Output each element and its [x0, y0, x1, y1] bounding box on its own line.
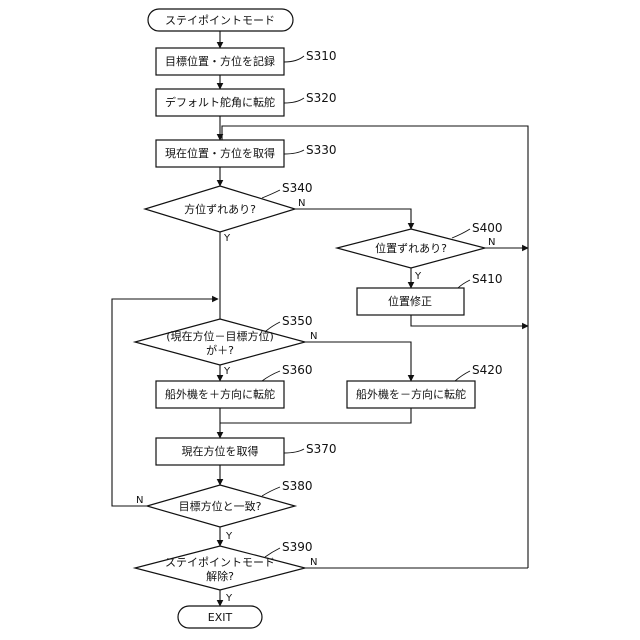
- s350-label-line2: が＋?: [206, 343, 234, 357]
- step-s370: S370: [306, 442, 337, 456]
- s360-label: 船外機を＋方向に転舵: [165, 387, 275, 401]
- s340-yes-label: Y: [223, 233, 231, 244]
- leader-s410: [458, 280, 470, 288]
- step-s350: S350: [282, 314, 313, 328]
- connectors: [112, 31, 528, 606]
- s400-yes-label: Y: [414, 271, 422, 282]
- s310-label: 目標位置・方位を記録: [165, 54, 275, 68]
- merge-s420: [220, 408, 411, 423]
- leader-s400: [452, 229, 470, 238]
- s380-no-label: N: [136, 495, 143, 506]
- step-s400: S400: [472, 221, 503, 235]
- arrow-s410-out: [411, 315, 528, 326]
- step-s330: S330: [306, 143, 337, 157]
- step-s410: S410: [472, 272, 503, 286]
- s350-no-label: N: [310, 331, 317, 342]
- s410-label: 位置修正: [388, 294, 432, 308]
- step-s420: S420: [472, 363, 503, 377]
- step-s390: S390: [282, 540, 313, 554]
- leader-s380: [262, 487, 280, 496]
- leader-s360: [262, 371, 280, 381]
- leader-s340: [262, 190, 280, 198]
- step-s310: S310: [306, 49, 337, 63]
- s390-yes-label: Y: [225, 593, 233, 604]
- s350-label-line1: (現在方位－目標方位): [166, 329, 274, 343]
- end-label: EXIT: [208, 611, 233, 624]
- s370-label: 現在方位を取得: [182, 444, 259, 458]
- leader-s330: [284, 150, 304, 154]
- leader-s370: [284, 449, 304, 453]
- s350-yes-label: Y: [223, 366, 231, 377]
- step-s360: S360: [282, 363, 313, 377]
- s340-label: 方位ずれあり?: [184, 202, 256, 216]
- s330-label: 現在位置・方位を取得: [165, 146, 275, 160]
- arrow-s350-no: [305, 342, 411, 381]
- s340-no-label: N: [298, 198, 305, 209]
- leader-s310: [284, 56, 304, 62]
- s420-label: 船外機を－方向に転舵: [356, 387, 466, 401]
- s400-no-label: N: [488, 237, 495, 248]
- s390-no-label: N: [310, 557, 317, 568]
- step-s340: S340: [282, 181, 313, 195]
- step-s380: S380: [282, 479, 313, 493]
- s390-label-line2: 解除?: [206, 569, 234, 583]
- start-label: ステイポイントモード: [165, 14, 275, 27]
- s390-label-line1: ステイポイントモード: [165, 556, 275, 569]
- s380-label: 目標方位と一致?: [179, 499, 262, 513]
- step-s320: S320: [306, 91, 337, 105]
- s380-yes-label: Y: [225, 531, 233, 542]
- s400-label: 位置ずれあり?: [375, 241, 447, 255]
- leader-s320: [284, 98, 304, 103]
- arrow-s340-no: [295, 209, 411, 229]
- leader-s420: [455, 371, 470, 381]
- s320-label: デフォルト舵角に転舵: [165, 95, 275, 109]
